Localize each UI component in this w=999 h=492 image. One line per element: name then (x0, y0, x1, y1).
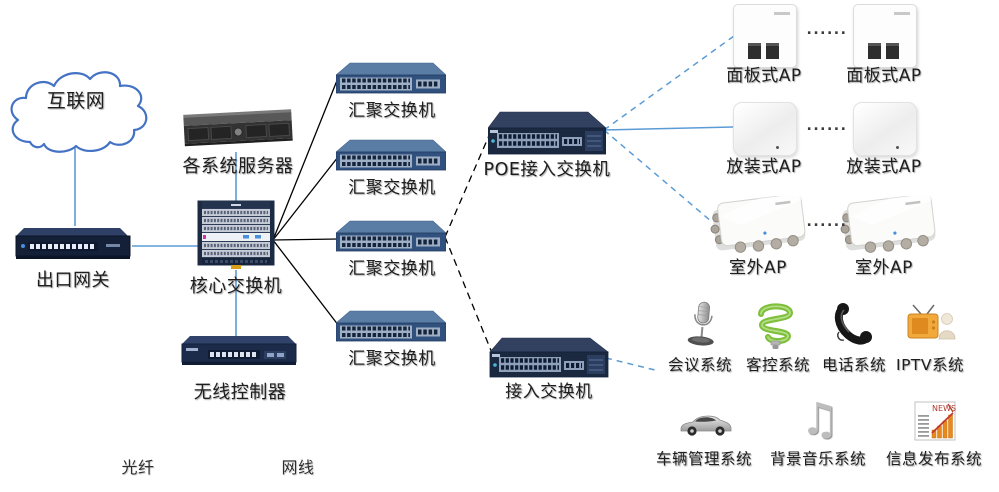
outdoor-ap-1-label: 室外AP (729, 258, 787, 278)
tv-icon (907, 304, 956, 340)
newspaper-icon: NEWS (914, 401, 956, 441)
aggregation-switch-4-device (336, 310, 446, 346)
ellipsis-outdoor-aps: ...... (806, 214, 848, 230)
line-poe-panel-ap (603, 35, 735, 131)
gateway-device-icon (15, 228, 131, 259)
legend-cable-label: 网线 (281, 458, 315, 477)
ellipsis-ceiling-aps: ...... (806, 118, 848, 134)
panel-ap-1-label: 面板式AP (726, 66, 802, 86)
aggregation-switch-icon (336, 310, 446, 342)
ethernet-jack-icon (748, 43, 761, 59)
line-poe-ceiling-ap (603, 126, 734, 131)
core-switch-device (197, 200, 275, 270)
line-agg3-access (444, 236, 493, 354)
ellipsis-panel-aps: ...... (806, 22, 848, 38)
iptv-system-label: IPTV系统 (896, 356, 964, 374)
ethernet-jack-icon (766, 43, 779, 59)
access-switch-label: 接入交换机 (505, 382, 593, 402)
line-core-agg3 (272, 238, 339, 241)
exit-gateway-label: 出口网关 (36, 270, 110, 291)
core-switch-icon (197, 200, 275, 269)
panel-ap-2-label: 面板式AP (846, 66, 922, 86)
iptv-system-icon-wrap (906, 302, 956, 348)
news-icon-text: NEWS (932, 404, 956, 413)
telephone-icon (834, 303, 872, 345)
wireless-controller-label: 无线控制器 (193, 382, 287, 403)
internet-cloud: 互联网 (2, 60, 154, 156)
poe-switch-icon (488, 111, 606, 155)
legend-fiber-label: 光纤 (121, 458, 155, 477)
core-switch-label: 核心交换机 (189, 276, 283, 297)
news-system-icon-wrap: NEWS (912, 400, 958, 444)
line-access-systems (605, 357, 660, 372)
outdoor-ap-2-label: 室外AP (855, 258, 913, 278)
outdoor-ap-1-device (700, 196, 814, 258)
aggregation-switch-2-device (336, 139, 446, 175)
conference-system-label: 会议系统 (667, 356, 732, 374)
info-publish-system-label: 信息发布系统 (885, 450, 982, 468)
server-device-icon (183, 109, 293, 147)
line-agg3-poe (444, 130, 492, 238)
access-switch-device (488, 336, 610, 382)
music-system-label: 背景音乐系统 (769, 450, 866, 468)
ap-led-icon (896, 146, 899, 149)
poe-access-switch-device (488, 110, 606, 160)
ceiling-ap-2-label: 放装式AP (846, 157, 922, 177)
aggregation-switch-1-device (336, 62, 446, 98)
internet-label: 互联网 (46, 90, 106, 112)
line-core-agg1 (272, 77, 339, 241)
ap-led-icon (776, 146, 779, 149)
poe-access-switch-label: POE接入交换机 (483, 160, 611, 180)
panel-ap-1-device (733, 4, 797, 68)
aggregation-switch-3-device (336, 220, 446, 256)
ceiling-ap-2-device (853, 102, 917, 156)
aggregation-switch-icon (336, 220, 446, 252)
wireless-controller-icon (181, 336, 297, 365)
vehicle-system-label: 车辆管理系统 (655, 450, 752, 468)
line-core-agg4 (272, 239, 343, 331)
access-switch-icon (489, 337, 609, 378)
phone-system-icon-wrap (832, 302, 872, 346)
guest-control-system-label: 客控系统 (745, 356, 810, 374)
aggregation-switch-2-label: 汇聚交换机 (348, 178, 436, 198)
music-note-icon: ♫ (800, 394, 840, 445)
vehicle-system-icon-wrap (678, 410, 734, 440)
server-label: 各系统服务器 (182, 156, 294, 177)
outdoor-ap-icon (710, 196, 806, 253)
ethernet-jack-icon (886, 43, 899, 59)
ceiling-ap-1-label: 放装式AP (726, 157, 802, 177)
aggregation-switch-icon (336, 62, 446, 94)
car-icon (680, 415, 732, 436)
ap-logo (894, 12, 910, 15)
green-bulb-icon (758, 303, 794, 349)
cloud-icon (10, 71, 148, 153)
phone-system-label: 电话系统 (821, 356, 886, 374)
aggregation-switch-icon (336, 139, 446, 171)
line-poe-outdoor-ap (603, 129, 713, 223)
panel-ap-2-device (853, 4, 917, 68)
aggregation-switch-4-label: 汇聚交换机 (348, 349, 436, 369)
server-device (182, 104, 294, 152)
aggregation-switch-1-label: 汇聚交换机 (348, 101, 436, 121)
conference-system-icon-wrap (684, 300, 720, 352)
outdoor-ap-2-device (830, 196, 944, 258)
line-core-agg2 (272, 156, 339, 241)
wireless-controller-device (178, 330, 302, 374)
ethernet-jack-icon (868, 43, 881, 59)
microphone-icon (687, 301, 714, 346)
aggregation-switch-3-label: 汇聚交换机 (348, 259, 436, 279)
exit-gateway-device (14, 222, 132, 268)
outdoor-ap-icon (840, 196, 936, 253)
guest-control-system-icon-wrap (754, 300, 796, 352)
ceiling-ap-1-device (733, 102, 797, 156)
ap-logo (774, 12, 790, 15)
